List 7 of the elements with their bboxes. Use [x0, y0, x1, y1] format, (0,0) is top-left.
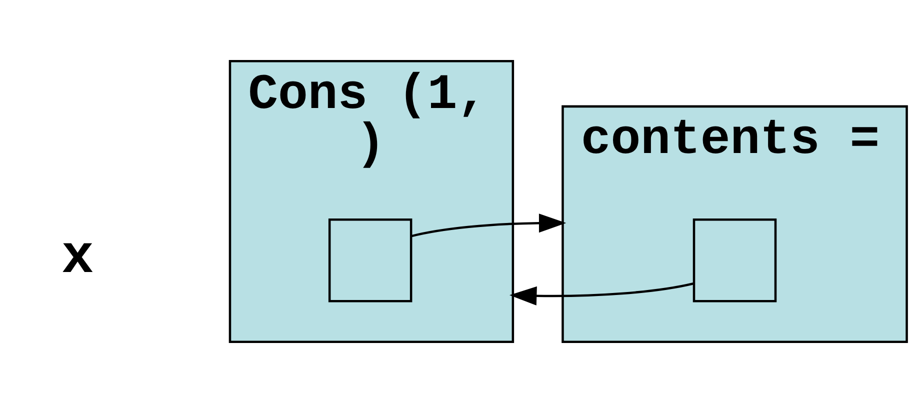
cluster: Cons (1, )	[228, 60, 514, 342]
node-box	[328, 218, 412, 302]
arrow	[510, 282, 694, 305]
label: x	[61, 228, 94, 289]
node-box	[692, 218, 777, 302]
cluster: contents =	[562, 104, 908, 342]
arrow	[410, 213, 566, 237]
